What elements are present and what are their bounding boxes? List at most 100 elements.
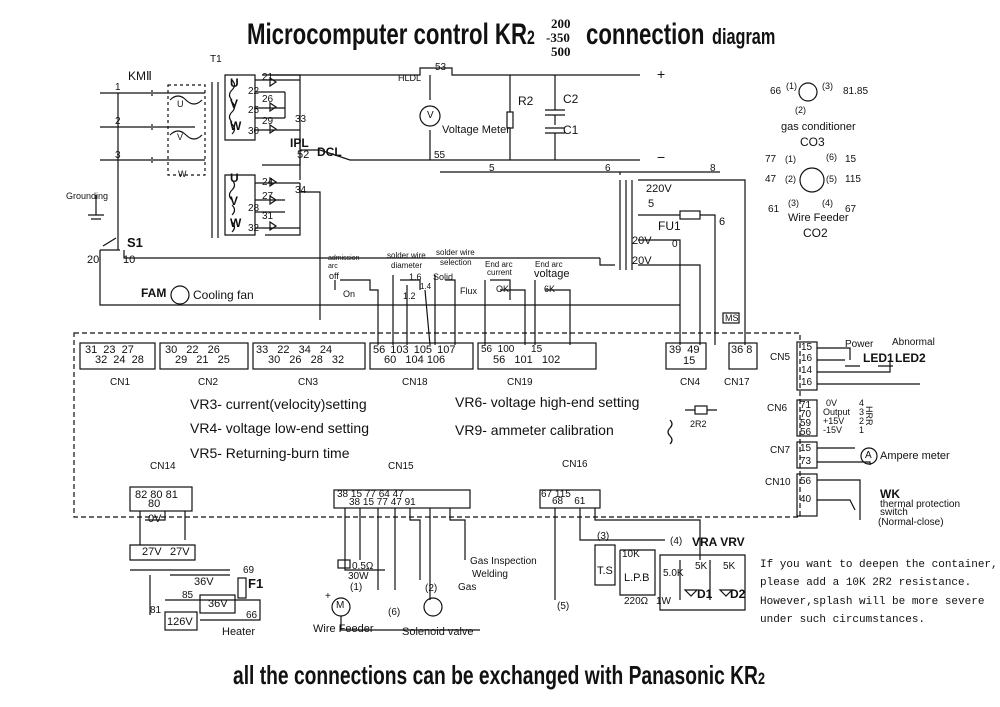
label-d14: 1.4: [420, 282, 432, 291]
label-d2: D2: [730, 587, 746, 601]
label-thermal: thermal protection: [880, 499, 961, 510]
wf-p4: (4): [822, 198, 833, 208]
diagram-title: Microcomputer control KR2: [247, 20, 535, 50]
cn5-p3: 14: [801, 365, 813, 376]
cn15-top: 38 15 77 64 47: [337, 489, 404, 500]
label-20v-b: 20V: [632, 255, 652, 267]
label-c1: C1: [563, 123, 579, 137]
cn15-p2: (2): [425, 583, 438, 594]
label-end-arc-1: End arc: [485, 260, 513, 269]
cn5-label: CN5: [770, 352, 791, 363]
label-n29: 29: [262, 116, 274, 127]
cn7-label: CN7: [770, 445, 791, 456]
label-n6: 6: [605, 163, 611, 174]
label-gas: Gas: [458, 582, 477, 593]
label-u2: U: [230, 171, 239, 185]
cn16-label: CN16: [562, 459, 588, 470]
label-u1: U: [230, 76, 239, 90]
label-s1: S1: [127, 235, 143, 250]
label-t1: T1: [210, 54, 222, 65]
label-in-1: 1: [115, 82, 121, 93]
cn2-label: CN2: [198, 377, 219, 388]
cn16-220ohm: 220Ω: [624, 596, 649, 607]
vr4-note: VR4- voltage low-end setting: [190, 420, 369, 436]
gas-p1: (1): [786, 81, 797, 91]
label-voltage: voltage: [534, 268, 570, 280]
cn16-5k-a: 5K: [695, 561, 708, 572]
label-grounding: Grounding: [66, 191, 109, 201]
label-solder-wire-2: solder wire: [436, 248, 475, 257]
title-model-350: -350: [546, 30, 570, 45]
label-vra-vrv: VRA VRV: [692, 535, 745, 549]
label-n52: 52: [297, 149, 310, 161]
label-five: 5: [648, 198, 655, 210]
cn14-85: 85: [182, 590, 194, 601]
label-s1-20: 20: [87, 254, 100, 266]
wf-77: 77: [765, 154, 777, 165]
label-dcl: DCL: [317, 145, 342, 159]
voltmeter-v: V: [427, 110, 434, 121]
gas-66: 66: [770, 86, 782, 97]
wf-p3: (3): [788, 198, 799, 208]
label-minus: −: [657, 149, 666, 165]
label-20v-a: 20V: [632, 235, 652, 247]
cn16-top: 67 115: [541, 489, 571, 500]
wf-name: Wire Feeder: [788, 212, 849, 224]
wf-p2: (2): [785, 174, 796, 184]
footer-note: all the connections can be exchanged wit…: [233, 662, 765, 688]
vr5-note: VR5- Returning-burn time: [190, 445, 350, 461]
cn4-top: 39 49: [669, 344, 700, 356]
label-fam: FAM: [141, 286, 167, 300]
cn3-label: CN3: [298, 377, 319, 388]
cn1-label: CN1: [110, 377, 131, 388]
label-led1: LED1: [863, 351, 894, 365]
cn19-label: CN19: [507, 377, 533, 388]
label-arc: arc: [328, 263, 338, 270]
cn1-bot: 32 24 28: [95, 354, 144, 366]
label-w1: W: [230, 119, 242, 133]
cn6-hrr: HRR: [864, 406, 874, 426]
gas-p3: (3): [822, 81, 833, 91]
label-n5: 5: [489, 163, 495, 174]
footer-subscript: 2: [757, 669, 765, 688]
label-n26: 26: [262, 94, 274, 105]
gas-co3: CO3: [800, 135, 825, 149]
label-n27: 27: [262, 191, 274, 202]
label-gas-inspection: Gas Inspection: [470, 556, 537, 567]
label-hldl: HLDL: [398, 73, 422, 83]
label-end-arc-2: End arc: [535, 260, 563, 269]
cn14-126v: 126V: [167, 616, 193, 628]
cn15-label: CN15: [388, 461, 414, 472]
cn16-1w: 1W: [656, 596, 671, 607]
label-d12: 1.2: [403, 291, 416, 301]
cn6-label: CN6: [767, 403, 788, 414]
ammeter-a: A: [865, 450, 872, 461]
cn17-top: 36 8: [731, 344, 753, 356]
cn14-36v-b: 36V: [208, 598, 228, 610]
title-model-500: 500: [551, 44, 571, 59]
label-led2: LED2: [895, 351, 926, 365]
cn15-plus: +: [325, 591, 331, 602]
title-diagram: diagram: [712, 24, 776, 49]
label-current: current: [487, 268, 512, 277]
label-power: Power: [845, 339, 874, 350]
label-ok: OK: [496, 284, 510, 294]
label-n53: 53: [435, 62, 447, 73]
label-n32: 32: [248, 223, 260, 234]
wf-p6: (6): [826, 152, 837, 162]
cn14-81: 81: [150, 605, 162, 616]
cn16-p5: (5): [557, 601, 570, 612]
label-v1: V: [230, 97, 239, 111]
label-n8: 8: [710, 163, 716, 174]
cn14-66: 66: [246, 610, 258, 621]
label-n28: 28: [248, 203, 260, 214]
title-main: Microcomputer control KR: [247, 18, 527, 51]
coil-v: V: [177, 132, 184, 142]
cn2-bot: 29 21 25: [175, 354, 230, 366]
label-n21: 21: [262, 72, 274, 83]
label-wk: WK: [880, 487, 900, 501]
cn14-27v-b: 27V: [170, 546, 190, 558]
label-v2: V: [230, 194, 239, 208]
cn3-bot: 30 26 28 32: [268, 354, 345, 366]
cn6-p4: 56: [800, 427, 812, 438]
